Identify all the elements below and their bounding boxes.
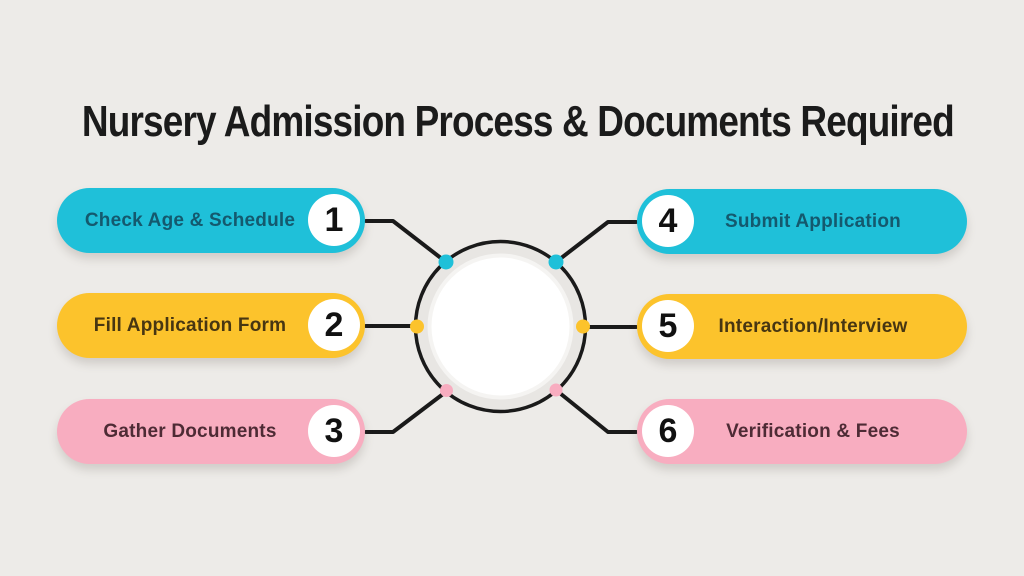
step-number-badge-3: 3	[308, 405, 360, 457]
step-number-badge-6: 6	[642, 405, 694, 457]
step-pill-1: Check Age & Schedule 1	[57, 188, 365, 253]
step-pill-6: 6 Verification & Fees	[637, 399, 967, 464]
step-label-5: Interaction/Interview	[718, 315, 908, 337]
connector-line-4	[554, 220, 638, 264]
step-pill-2: Fill Application Form 2	[57, 293, 365, 358]
step-label-3: Gather Documents	[103, 420, 277, 442]
step-pill-5: 5 Interaction/Interview	[637, 294, 967, 359]
step-label-1: Check Age & Schedule	[84, 209, 296, 231]
node-dot-6	[549, 383, 563, 397]
page-title: Nursery Admission Process & Documents Re…	[81, 97, 955, 146]
node-dot-3	[440, 384, 453, 397]
step-label-4: Submit Application	[724, 210, 901, 232]
node-dot-5	[576, 319, 590, 334]
step-number-badge-5: 5	[642, 300, 694, 352]
node-dot-4	[548, 254, 564, 270]
step-pill-4: 4 Submit Application	[637, 189, 967, 254]
node-dot-2	[410, 319, 424, 334]
connector-line-1	[364, 219, 448, 264]
center-circle	[431, 257, 570, 396]
step-number-badge-2: 2	[308, 299, 360, 351]
connector-line-6	[554, 388, 638, 434]
node-dot-1	[438, 254, 454, 270]
connector-line-3	[364, 389, 449, 434]
step-pill-3: Gather Documents 3	[57, 399, 365, 464]
step-label-2: Fill Application Form	[93, 314, 287, 336]
step-number-badge-4: 4	[642, 195, 694, 247]
step-number-badge-1: 1	[308, 194, 360, 246]
step-label-6: Verification & Fees	[726, 420, 900, 442]
